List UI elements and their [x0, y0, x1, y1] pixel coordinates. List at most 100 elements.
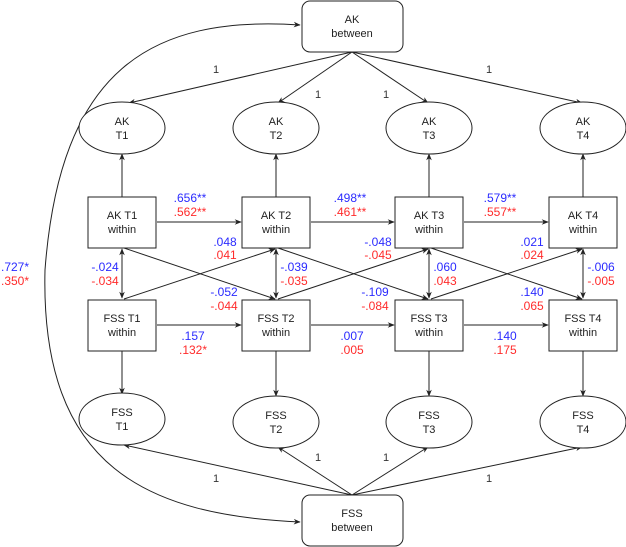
coef-std: .021 [520, 235, 544, 249]
node-label: FSS [418, 410, 439, 422]
node-label: T1 [116, 421, 129, 433]
fss-within-t2: FSS T2 within [241, 299, 311, 352]
node-label: between [331, 28, 373, 40]
loading-arrow [128, 51, 353, 105]
ak-within-t1: AK T1 within [87, 196, 157, 249]
loading-label: 1 [383, 452, 389, 464]
node-label: within [568, 327, 597, 339]
node-label: within [568, 224, 597, 236]
autoregressive-arrows [157, 219, 549, 328]
loading-label: 1 [486, 473, 492, 485]
node-label: within [107, 224, 136, 236]
coefficient-labels: .727* .350* .656** .562** .498** .461** … [1, 191, 615, 357]
coef-unstd: .557** [484, 205, 517, 219]
node-label: within [261, 224, 290, 236]
ak-within-t4: AK T4 within [548, 196, 618, 249]
coef-std: .579** [484, 191, 517, 205]
ak-between-loadings [128, 51, 583, 105]
coef-unstd: -.005 [587, 274, 615, 288]
coef-std: .727* [1, 260, 29, 274]
coef-unstd: .461** [334, 205, 367, 219]
loading-arrow [351, 445, 583, 496]
node-label: T4 [577, 424, 590, 436]
fss-within-t3: FSS T3 within [394, 299, 464, 352]
coef-std: .060 [433, 260, 457, 274]
node-label: T2 [270, 424, 283, 436]
ak-latent-t1: AK T1 [78, 101, 166, 155]
node-label: AK [422, 116, 437, 128]
node-label: AK [269, 116, 284, 128]
ak-latent-t2: AK T2 [232, 101, 320, 155]
node-label: AK T1 [107, 210, 137, 222]
loading-arrow [351, 446, 429, 496]
loading-label: 1 [315, 89, 321, 101]
node-label: AK [576, 116, 591, 128]
coef-unstd: -.035 [280, 274, 308, 288]
loading-arrow [351, 51, 583, 105]
within-to-latent-arrows [119, 153, 586, 397]
node-label: FSS T4 [564, 313, 601, 325]
loading-label: 1 [486, 64, 492, 76]
cross-lagged-arrows [123, 247, 583, 300]
node-label: FSS T3 [410, 313, 447, 325]
ak-latent-t3: AK T3 [385, 101, 473, 155]
node-label: T4 [577, 130, 590, 142]
coef-unstd: .175 [493, 343, 517, 357]
node-label: T3 [423, 424, 436, 436]
between-covariance-curve [44, 21, 301, 525]
node-label: within [107, 327, 136, 339]
node-label: FSS T1 [103, 313, 140, 325]
coef-std: .140 [493, 329, 517, 343]
loading-arrow [277, 51, 353, 104]
coef-unstd: .041 [213, 248, 237, 262]
loading-label: 1 [213, 64, 219, 76]
fss-between-loadings [123, 443, 583, 496]
coef-std: .048 [213, 235, 237, 249]
coef-unstd: .005 [340, 343, 364, 357]
loading-label: 1 [383, 89, 389, 101]
coef-std: .498** [334, 191, 367, 205]
node-label: within [414, 224, 443, 236]
coef-std: .656** [174, 191, 207, 205]
node-label: AK [345, 14, 360, 26]
coef-unstd: .132* [179, 343, 207, 357]
coef-unstd: .562** [174, 205, 207, 219]
fss-within-t1: FSS T1 within [87, 299, 157, 352]
coef-unstd: .024 [520, 248, 544, 262]
loading-labels: 1 1 1 1 1 1 1 1 [213, 64, 492, 485]
coef-std: -.039 [280, 260, 308, 274]
fss-within-t4: FSS T4 within [548, 299, 618, 352]
coef-unstd: -.084 [361, 299, 389, 313]
node-label: FSS [341, 508, 362, 520]
loading-arrow [277, 446, 353, 496]
ak-between-node: AK between [301, 0, 404, 53]
node-label: T1 [116, 130, 129, 142]
node-label: within [261, 327, 290, 339]
node-label: AK T3 [414, 210, 444, 222]
coef-unstd: .350* [1, 274, 29, 288]
coef-std: .157 [181, 329, 205, 343]
coef-std: -.048 [364, 235, 392, 249]
node-label: AK T2 [261, 210, 291, 222]
coef-std: -.024 [91, 260, 119, 274]
coef-std: -.052 [210, 285, 238, 299]
coef-std: .140 [520, 285, 544, 299]
fss-latent-t2: FSS T2 [232, 395, 320, 449]
node-label: FSS [572, 410, 593, 422]
node-label: FSS T2 [257, 313, 294, 325]
loading-arrow [351, 51, 429, 104]
within-covariance-arrows [119, 248, 586, 299]
node-label: within [414, 327, 443, 339]
fss-latent-t4: FSS T4 [539, 395, 626, 449]
coef-std: -.109 [361, 285, 389, 299]
coef-unstd: .065 [520, 299, 544, 313]
fss-latent-t3: FSS T3 [385, 395, 473, 449]
ak-latent-t4: AK T4 [539, 101, 626, 155]
coef-unstd: -.034 [91, 274, 119, 288]
coef-std: -.006 [587, 260, 615, 274]
fss-latent-t1: FSS T1 [78, 392, 166, 446]
ak-within-t2: AK T2 within [241, 196, 311, 249]
node-label: AK [115, 116, 130, 128]
loading-label: 1 [213, 473, 219, 485]
